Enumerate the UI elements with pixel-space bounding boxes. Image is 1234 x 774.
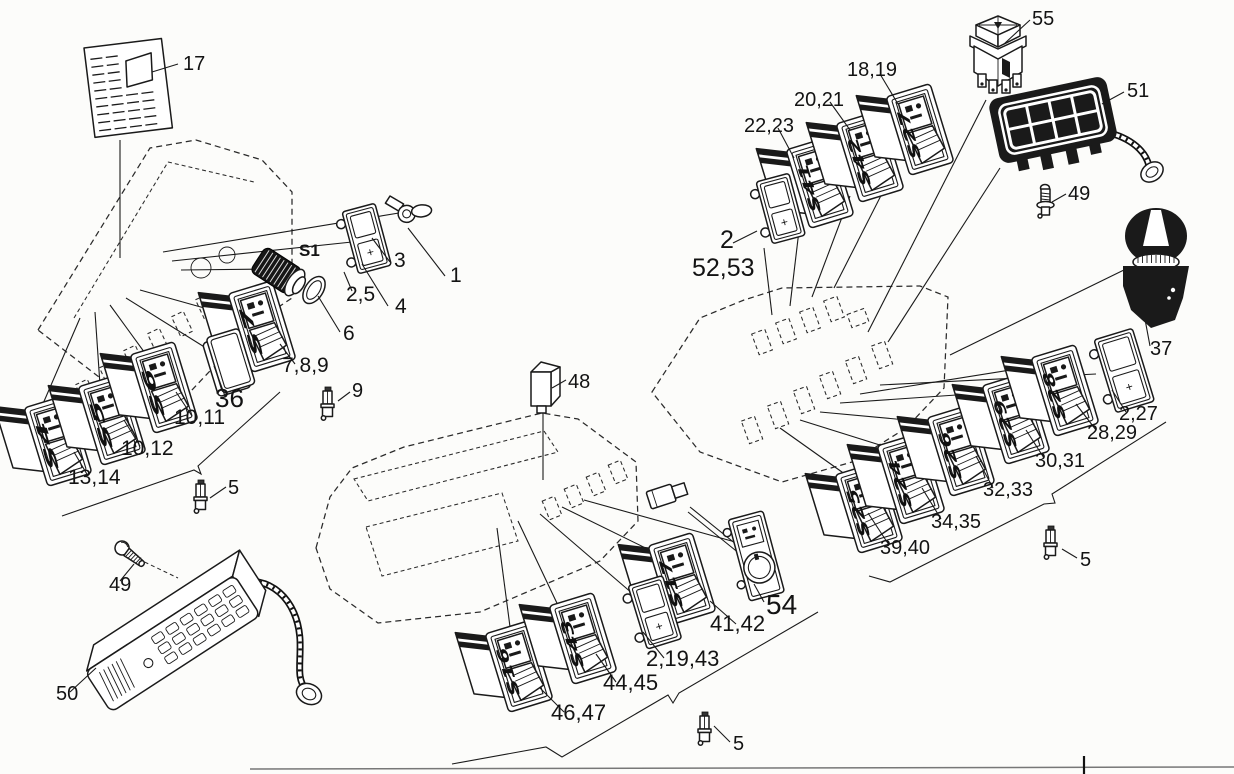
part-label-9: 9 — [352, 380, 363, 402]
lamp-5-right — [1043, 525, 1058, 560]
part-label-48: 48 — [568, 371, 590, 393]
rocker-switch-s28: S28 — [1000, 344, 1099, 437]
part-label-10-11: 10,11 — [174, 406, 225, 429]
part-label-36: 36 — [215, 383, 244, 413]
part-label-34-35: 34,35 — [931, 511, 981, 533]
plug-48 — [530, 361, 561, 414]
part-label-5-right: 5 — [1080, 549, 1091, 571]
label-leader-lines — [69, 19, 1151, 743]
connector-50 — [295, 682, 323, 706]
bezel-3-4 — [335, 203, 392, 274]
page-border — [249, 756, 1234, 774]
cover-36 — [202, 328, 256, 397]
part-label-50: 50 — [56, 683, 78, 705]
part-label-18-19: 18,19 — [847, 59, 897, 81]
part-label-2-27: 2,27 — [1119, 403, 1158, 425]
part-label-44-45: 44,45 — [603, 670, 658, 695]
part-label-5-left: 5 — [228, 477, 239, 499]
part-label-52-53: 52,53 — [692, 254, 755, 282]
group-brackets — [61, 391, 1167, 765]
part-label-2-5: 2,5 — [346, 283, 375, 306]
part-label-13-14: 13,14 — [68, 466, 121, 489]
bezel-2-27 — [1088, 328, 1155, 413]
rotary-knob-37 — [1123, 208, 1189, 328]
part-label-3: 3 — [394, 249, 406, 272]
part-label-49-right: 49 — [1068, 183, 1090, 205]
console-outlines — [37, 139, 949, 624]
bezel-52-53 — [749, 173, 806, 244]
lamp-5-left — [193, 479, 208, 514]
part-label-46-47: 46,47 — [551, 700, 606, 725]
part-label-22-23: 22,23 — [744, 115, 794, 137]
rocker-switch-s16: S16 — [454, 620, 553, 713]
bezel-2-19-43 — [622, 575, 682, 650]
connector-51 — [1140, 161, 1164, 183]
part-label-30-31: 30,31 — [1035, 450, 1085, 472]
part-label-51: 51 — [1127, 80, 1149, 102]
cable-54 — [687, 511, 741, 555]
part-label-28-29: 28,29 — [1087, 422, 1137, 444]
lighter-s1 — [251, 247, 307, 297]
rocker-switch-s27: S27 — [855, 83, 954, 176]
lamp-9 — [320, 386, 335, 421]
connector-54 — [645, 482, 689, 510]
part-label-1: 1 — [450, 264, 462, 287]
part-label-6: 6 — [343, 322, 355, 345]
rocker-switch-s43: S43 — [518, 592, 617, 685]
clip-1 — [384, 195, 433, 224]
decal-plate-17 — [83, 37, 174, 139]
lamp-5-middle — [697, 711, 712, 746]
control-unit-50 — [85, 549, 267, 711]
part-label-55: 55 — [1032, 8, 1054, 30]
part-label-20-21: 20,21 — [794, 89, 844, 111]
screw-49-left — [114, 540, 146, 568]
part-label-49-left: 49 — [109, 574, 131, 596]
part-label-4: 4 — [395, 295, 407, 318]
pushbutton-55 — [969, 15, 1027, 94]
console-center — [315, 412, 639, 624]
ring-6 — [302, 275, 326, 305]
part-label-39-40: 39,40 — [880, 537, 930, 559]
part-label-7-8-9: 7,8,9 — [282, 354, 329, 377]
part-label-17: 17 — [183, 53, 205, 75]
part-label-37: 37 — [1150, 338, 1172, 360]
part-label-41-42: 41,42 — [710, 611, 765, 636]
part-label-5-middle: 5 — [733, 733, 744, 755]
part-label-s1: S1 — [299, 241, 320, 260]
rotary-switch-54 — [722, 510, 785, 602]
part-label-2-19-43: 2,19,43 — [646, 646, 719, 671]
part-label-10-12: 10,12 — [121, 437, 174, 460]
rocker-switch-s6: S6 — [99, 341, 198, 434]
part-label-32-33: 32,33 — [983, 479, 1033, 501]
screw-49-right — [1036, 183, 1055, 219]
switch-module-51 — [989, 77, 1117, 172]
part-label-2-right: 2 — [720, 226, 734, 254]
part-label-54: 54 — [766, 589, 797, 620]
